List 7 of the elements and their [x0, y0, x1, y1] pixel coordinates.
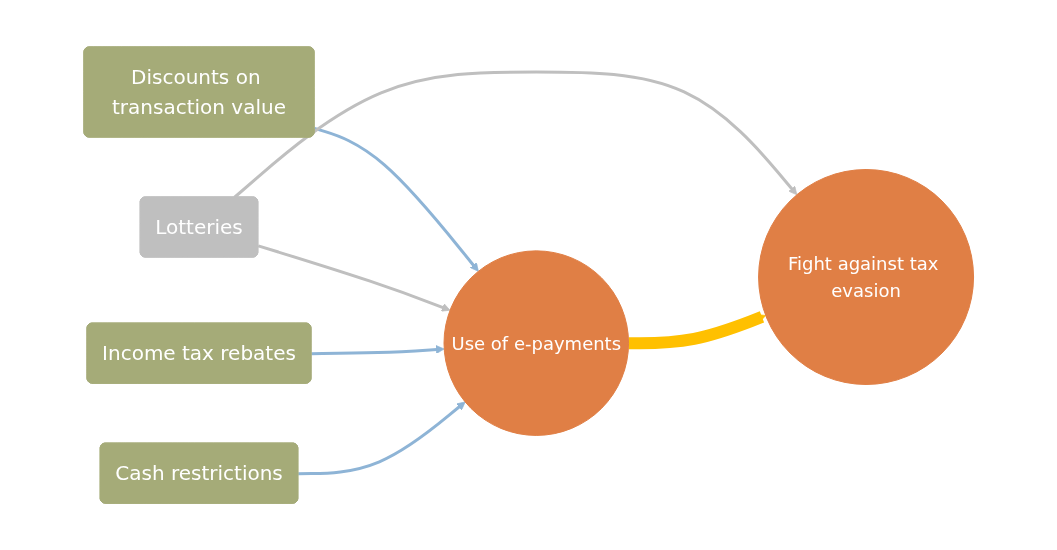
arrow	[313, 126, 479, 272]
arrow	[297, 401, 466, 476]
arrow	[257, 244, 451, 312]
node-circle: Use of e-payments	[443, 250, 629, 436]
arrow	[311, 345, 445, 356]
node-circle: Fight against tax evasion	[757, 168, 974, 385]
arrow	[628, 311, 766, 350]
